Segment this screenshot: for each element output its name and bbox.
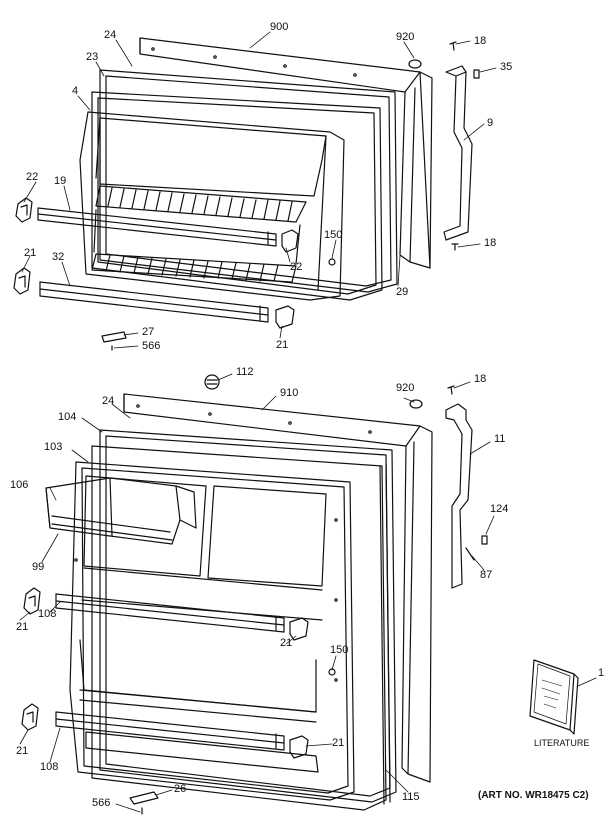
- callout-19: 19: [54, 175, 67, 187]
- callout-23: 23: [86, 51, 99, 63]
- dairy-compartment-bin: [46, 478, 196, 544]
- fresh-food-door-assembly: [20, 374, 596, 814]
- freezer-door-liner: [80, 92, 382, 300]
- fresh-food-hardware: [130, 375, 487, 814]
- callout-22-inner: 22: [290, 261, 303, 273]
- callout-18-a: 18: [474, 35, 487, 47]
- freezer-shelf-bar: [38, 208, 276, 246]
- callout-27: 27: [142, 326, 155, 338]
- callout-124: 124: [490, 503, 509, 515]
- callout-21-b: 21: [276, 339, 289, 351]
- literature-booklet-icon: [530, 660, 578, 734]
- fresh-food-door-gasket: [92, 430, 396, 810]
- callout-103: 103: [44, 441, 63, 453]
- callout-32: 32: [52, 251, 65, 263]
- callout-150-bot: 150: [330, 644, 349, 656]
- callout-11: 11: [494, 433, 506, 445]
- art-number-caption: (ART NO. WR18475 C2): [478, 790, 589, 801]
- callout-4: 4: [72, 85, 79, 97]
- callout-21-d: 21: [280, 637, 293, 649]
- callout-920-top: 920: [396, 31, 415, 43]
- callout-566-a: 566: [142, 340, 161, 352]
- literature-label: LITERATURE: [534, 738, 590, 748]
- callout-22-left: 22: [26, 171, 39, 183]
- fresh-food-outer-door-panel: [124, 394, 432, 782]
- freezer-hardware: [102, 42, 479, 350]
- shelf-end-caps-lower: [22, 588, 308, 758]
- callout-112: 112: [236, 366, 254, 378]
- freezer-lower-shelf-bar: [40, 282, 268, 322]
- callout-18-c: 18: [474, 373, 487, 385]
- freezer-door-assembly: [14, 32, 496, 350]
- callout-910: 910: [280, 387, 299, 399]
- fresh-food-leader-lines: [20, 374, 596, 812]
- callout-21-e: 21: [16, 745, 29, 757]
- callout-106: 106: [10, 479, 29, 491]
- fresh-food-shelf-bar-upper: [56, 594, 284, 632]
- callout-87: 87: [480, 569, 493, 581]
- callout-150-top: 150: [324, 229, 343, 241]
- callout-26: 26: [174, 783, 187, 795]
- freezer-leader-lines: [22, 32, 496, 348]
- callout-21-a: 21: [24, 247, 37, 259]
- callout-9: 9: [487, 117, 494, 129]
- callout-29: 29: [396, 286, 409, 298]
- callout-1: 1: [598, 667, 605, 679]
- callout-24-top: 24: [104, 29, 117, 41]
- callout-24-bot: 24: [102, 395, 115, 407]
- fresh-food-door-hinge: [446, 404, 472, 588]
- callout-21-c: 21: [16, 621, 29, 633]
- callout-18-b: 18: [484, 237, 497, 249]
- callout-115: 115: [402, 791, 420, 803]
- callout-99: 99: [32, 561, 45, 573]
- freezer-door-hinge: [444, 66, 472, 240]
- freezer-door-gasket: [100, 70, 397, 292]
- fresh-food-shelf-bar-lower: [56, 712, 284, 750]
- callout-35: 35: [500, 61, 513, 73]
- callout-104: 104: [58, 411, 77, 423]
- callout-21-f: 21: [332, 737, 345, 749]
- callout-108-b: 108: [40, 761, 59, 773]
- callout-108-a: 108: [38, 608, 57, 620]
- freezer-outer-door-panel: [140, 38, 432, 268]
- callout-920-bot: 920: [396, 382, 415, 394]
- callout-900: 900: [270, 21, 289, 33]
- callout-566-b: 566: [92, 797, 111, 809]
- fresh-food-door-liner: [70, 462, 354, 800]
